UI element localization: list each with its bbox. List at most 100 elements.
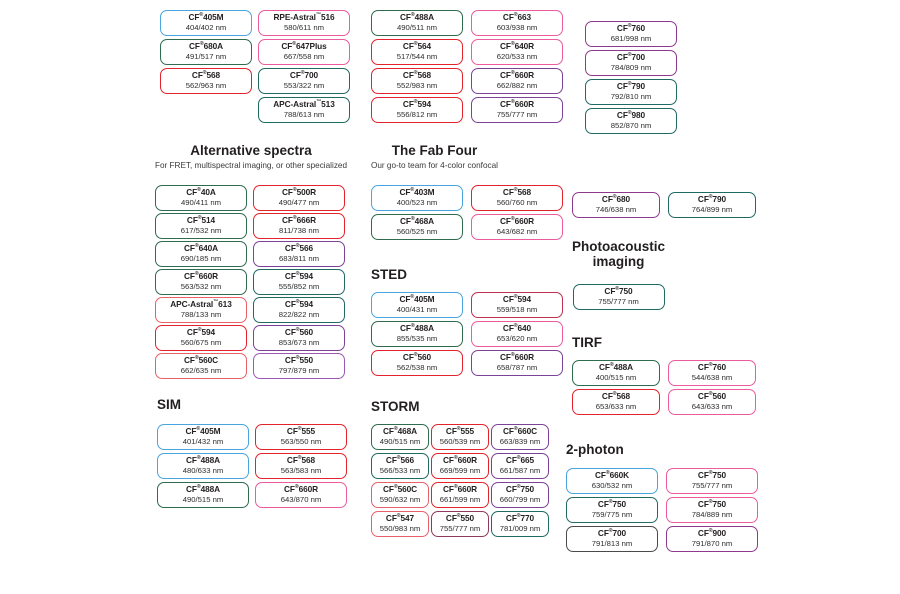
dye-name: CF®660R	[499, 351, 535, 362]
dye-wavelengths: 400/515 nm	[595, 373, 637, 383]
trademark-mark: ®	[510, 40, 515, 47]
trademark-mark: ®	[708, 361, 713, 368]
dye-wavelengths: 400/523 nm	[396, 198, 438, 208]
dye-number: 700	[612, 527, 627, 538]
dye-name: CF®488A	[185, 454, 221, 465]
trademark-mark: ®	[196, 483, 201, 490]
dye-wavelengths: 563/583 nm	[280, 466, 322, 476]
dye-name: CF®680A	[188, 40, 224, 51]
dye-name: CF®660R	[499, 69, 535, 80]
dye-number: 516	[320, 11, 335, 22]
dye-number: 594	[299, 270, 314, 281]
dye-wavelengths: 643/682 nm	[496, 227, 538, 237]
dye-wavelengths: 562/538 nm	[396, 363, 438, 373]
dye-wavelengths: 620/533 nm	[496, 52, 538, 62]
dye-wavelengths: 759/775 nm	[591, 510, 633, 520]
dye-wavelengths: 559/518 nm	[496, 305, 538, 315]
dye-wavelengths: 788/613 nm	[283, 110, 325, 120]
dye-wavelengths: 669/599 nm	[439, 466, 481, 476]
trademark-mark: ®	[295, 326, 300, 333]
dye-name: CF®594	[284, 270, 314, 281]
dye-wavelengths: 746/638 nm	[595, 205, 637, 215]
